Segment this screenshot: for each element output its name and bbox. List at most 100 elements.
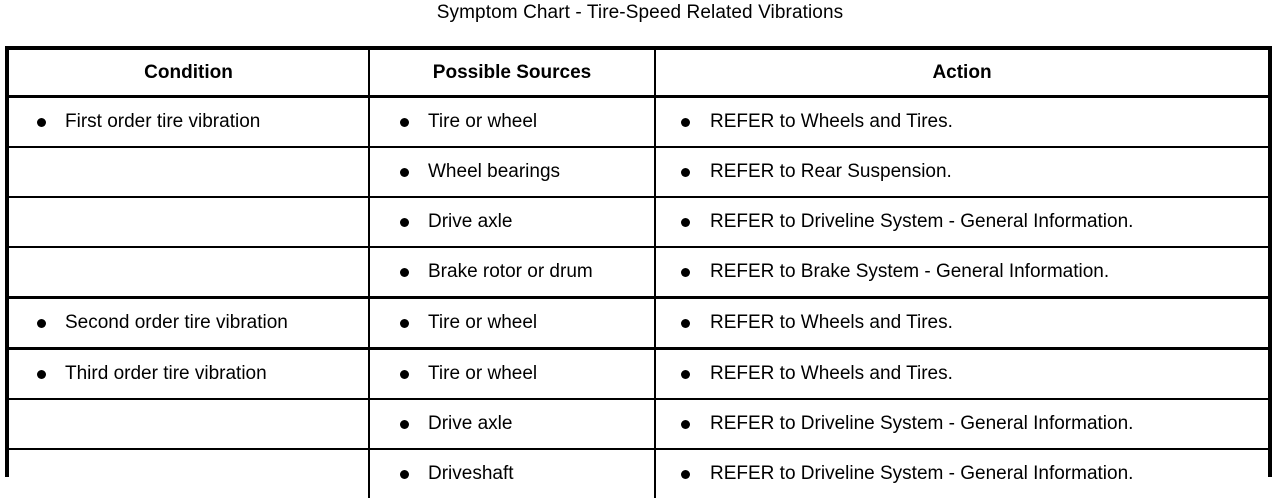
bullet-item: Brake rotor or drum	[370, 248, 654, 296]
table-cell-sources: Wheel bearings	[369, 147, 655, 197]
cell-label: Drive axle	[409, 211, 512, 233]
page-title: Symptom Chart - Tire-Speed Related Vibra…	[0, 2, 1280, 24]
cell-label: REFER to Driveline System - General Info…	[690, 413, 1133, 435]
bullet-icon	[400, 268, 409, 277]
bullet-icon	[681, 118, 690, 127]
empty-cell	[9, 248, 368, 296]
table-row: Drive axle REFER to Driveline System - Ge…	[9, 197, 1268, 247]
cell-label: REFER to Wheels and Tires.	[690, 111, 953, 133]
cell-label: Tire or wheel	[409, 111, 537, 133]
table-cell-action: REFER to Rear Suspension.	[655, 147, 1268, 197]
table-cell-sources: Drive axle	[369, 197, 655, 247]
table-row: Third order tire vibration Tire or wheel R…	[9, 349, 1268, 400]
cell-label: REFER to Wheels and Tires.	[690, 363, 953, 385]
bullet-item: Drive axle	[370, 198, 654, 246]
bullet-icon	[37, 370, 46, 379]
bullet-item: Driveshaft	[370, 450, 654, 498]
bullet-item: REFER to Driveline System - General Info…	[656, 198, 1268, 246]
bullet-icon	[37, 118, 46, 127]
table-cell-action: REFER to Brake System - General Informat…	[655, 247, 1268, 298]
bullet-item: REFER to Rear Suspension.	[656, 148, 1268, 196]
cell-label: First order tire vibration	[46, 111, 260, 133]
bullet-item: Tire or wheel	[370, 350, 654, 398]
bullet-item: REFER to Brake System - General Informat…	[656, 248, 1268, 296]
bullet-icon	[681, 319, 690, 328]
bullet-item: Drive axle	[370, 400, 654, 448]
table-row: Drive axle REFER to Driveline System - Ge…	[9, 399, 1268, 449]
cell-label: REFER to Driveline System - General Info…	[690, 211, 1133, 233]
table-row: Second order tire vibration Tire or wheel…	[9, 298, 1268, 349]
symptom-chart-page: Symptom Chart - Tire-Speed Related Vibra…	[0, 0, 1280, 482]
table-cell-sources: Driveshaft	[369, 449, 655, 498]
bullet-icon	[681, 470, 690, 479]
cell-label: Tire or wheel	[409, 312, 537, 334]
column-header-condition: Condition	[9, 50, 369, 97]
table-row: Wheel bearings REFER to Rear Suspension.	[9, 147, 1268, 197]
table-cell-condition	[9, 147, 369, 197]
table-cell-condition: Second order tire vibration	[9, 298, 369, 349]
table-cell-sources: Drive axle	[369, 399, 655, 449]
table-cell-condition: First order tire vibration	[9, 97, 369, 148]
bullet-item: Tire or wheel	[370, 98, 654, 146]
table-cell-sources: Tire or wheel	[369, 349, 655, 400]
table-header-row: Condition Possible Sources Action	[9, 50, 1268, 97]
symptom-chart-table: Condition Possible Sources Action First …	[5, 46, 1272, 477]
cell-label: REFER to Wheels and Tires.	[690, 312, 953, 334]
empty-cell	[9, 148, 368, 196]
bullet-item: REFER to Wheels and Tires.	[656, 98, 1268, 146]
cell-label: REFER to Brake System - General Informat…	[690, 261, 1109, 283]
bullet-icon	[400, 118, 409, 127]
bullet-icon	[400, 370, 409, 379]
cell-label: Brake rotor or drum	[409, 261, 593, 283]
bullet-icon	[681, 370, 690, 379]
table-cell-action: REFER to Driveline System - General Info…	[655, 449, 1268, 498]
bullet-icon	[681, 168, 690, 177]
bullet-item: REFER to Driveline System - General Info…	[656, 450, 1268, 498]
table-cell-sources: Brake rotor or drum	[369, 247, 655, 298]
cell-label: Second order tire vibration	[46, 312, 288, 334]
bullet-item: Second order tire vibration	[9, 299, 368, 347]
cell-label: Drive axle	[409, 413, 512, 435]
bullet-icon	[681, 420, 690, 429]
bullet-icon	[400, 319, 409, 328]
cell-label: Third order tire vibration	[46, 363, 267, 385]
table-cell-action: REFER to Wheels and Tires.	[655, 298, 1268, 349]
column-header-action: Action	[655, 50, 1268, 97]
table-cell-action: REFER to Wheels and Tires.	[655, 97, 1268, 148]
cell-label: Tire or wheel	[409, 363, 537, 385]
bullet-item: Tire or wheel	[370, 299, 654, 347]
bullet-item: REFER to Wheels and Tires.	[656, 350, 1268, 398]
cell-label: Wheel bearings	[409, 161, 560, 183]
bullet-item: First order tire vibration	[9, 98, 368, 146]
table-cell-condition	[9, 247, 369, 298]
empty-cell	[9, 400, 368, 448]
bullet-item: REFER to Driveline System - General Info…	[656, 400, 1268, 448]
bullet-icon	[400, 420, 409, 429]
table-cell-sources: Tire or wheel	[369, 298, 655, 349]
table-cell-condition	[9, 399, 369, 449]
table-grid: Condition Possible Sources Action First …	[9, 50, 1268, 498]
column-header-possible-sources: Possible Sources	[369, 50, 655, 97]
bullet-icon	[400, 218, 409, 227]
cell-label: REFER to Rear Suspension.	[690, 161, 952, 183]
empty-cell	[9, 198, 368, 246]
bullet-icon	[400, 470, 409, 479]
bullet-icon	[400, 168, 409, 177]
table-cell-action: REFER to Wheels and Tires.	[655, 349, 1268, 400]
bullet-icon	[37, 319, 46, 328]
bullet-item: Wheel bearings	[370, 148, 654, 196]
table-cell-action: REFER to Driveline System - General Info…	[655, 399, 1268, 449]
table-cell-action: REFER to Driveline System - General Info…	[655, 197, 1268, 247]
table-cell-condition: Third order tire vibration	[9, 349, 369, 400]
bullet-icon	[681, 218, 690, 227]
table-cell-sources: Tire or wheel	[369, 97, 655, 148]
table-cell-condition	[9, 449, 369, 498]
table-row: Brake rotor or drum REFER to Brake System…	[9, 247, 1268, 298]
bullet-item: Third order tire vibration	[9, 350, 368, 398]
table-row: First order tire vibration Tire or wheel R…	[9, 97, 1268, 148]
bullet-icon	[681, 268, 690, 277]
table-cell-condition	[9, 197, 369, 247]
empty-cell	[9, 450, 368, 498]
